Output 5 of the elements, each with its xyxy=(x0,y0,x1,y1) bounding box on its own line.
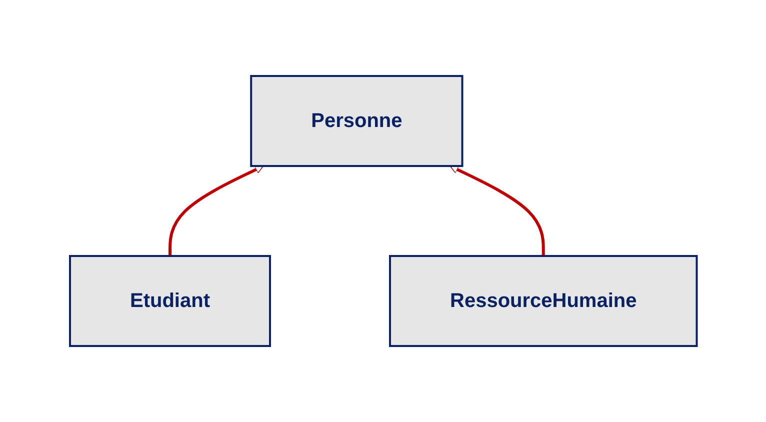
node-box: RessourceHumaine xyxy=(388,255,698,347)
arrow xyxy=(449,165,544,256)
node-box: Etudiant xyxy=(68,255,271,347)
arrow xyxy=(168,165,264,256)
node-box: Personne xyxy=(250,75,463,167)
